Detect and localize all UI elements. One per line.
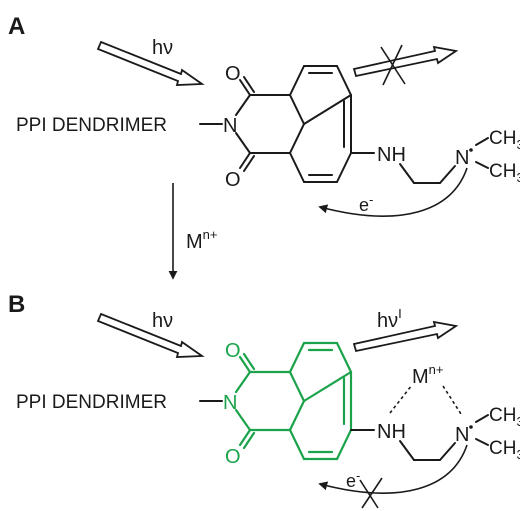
electron-transfer-arrow xyxy=(318,167,468,217)
blocked-emission-arrow xyxy=(352,45,459,78)
imide-nitrogen: N xyxy=(223,115,237,137)
methyl-top: CH3 xyxy=(489,128,520,152)
excitation-arrow-b xyxy=(96,312,205,358)
carbonyl-oxygen-bottom-b: O xyxy=(225,446,241,468)
panel-a-label: A xyxy=(8,13,25,40)
naphthalimide-structure xyxy=(235,65,489,184)
carbonyl-oxygen-top: O xyxy=(225,63,241,85)
tertiary-amine-nitrogen: N xyxy=(455,147,469,169)
amine-nh: NH xyxy=(377,144,406,166)
naphthalimide-structure-fluorescent xyxy=(234,341,353,461)
coordination-bond-nh xyxy=(389,384,413,414)
blocked-electron-cross xyxy=(359,479,379,509)
metal-ion-label: Mn+ xyxy=(186,227,218,253)
excitation-arrow xyxy=(96,40,205,86)
excitation-label-b: hν xyxy=(152,310,173,332)
tertiary-amine-nitrogen-b: N xyxy=(455,424,469,446)
coordination-bond-n xyxy=(442,385,462,415)
lone-pair-dot xyxy=(469,148,473,152)
carbonyl-oxygen-top-b: O xyxy=(225,340,241,362)
methyl-bottom: CH3 xyxy=(489,161,520,185)
electron-label-b: e- xyxy=(346,468,360,491)
amine-side-chain-b xyxy=(350,414,489,461)
electron-label: e- xyxy=(359,192,373,215)
methyl-bottom-b: CH3 xyxy=(489,438,520,462)
carbonyl-oxygen-bottom: O xyxy=(225,169,241,191)
excitation-label: hν xyxy=(152,37,173,59)
blocked-electron-cross-2 xyxy=(361,477,383,509)
emission-arrow xyxy=(352,320,459,353)
metal-binding-step: Mn+ xyxy=(168,183,218,280)
blocked-emission-cross-2 xyxy=(382,44,403,86)
emission-label: hνI xyxy=(377,306,402,332)
dendrimer-label: PPI DENDRIMER xyxy=(16,115,167,136)
lone-pair-dot-b xyxy=(469,425,473,429)
amine-nh-b: NH xyxy=(377,421,406,443)
panel-b-label: B xyxy=(8,291,25,318)
panel-b: B hν hνI PPI DENDRIMER xyxy=(8,291,520,509)
methyl-top-b: CH3 xyxy=(489,405,520,429)
imide-nitrogen-b: N xyxy=(223,392,237,414)
blocked-electron-transfer-arrow xyxy=(318,444,468,494)
dendrimer-label-b: PPI DENDRIMER xyxy=(16,392,167,413)
bound-metal-ion: Mn+ xyxy=(412,362,444,388)
panel-a: A hν PPI DENDRIMER xyxy=(8,13,520,217)
